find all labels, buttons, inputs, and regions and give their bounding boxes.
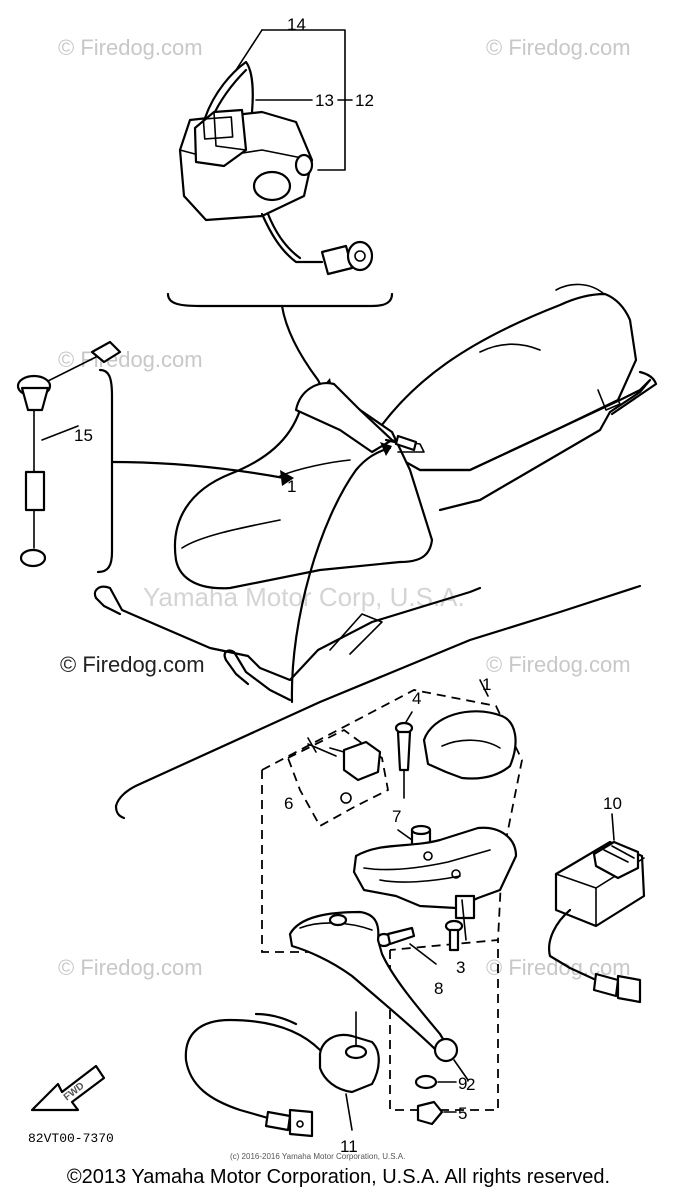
meter-assembly [178,60,374,276]
watermark-top-right: © Firedog.com [486,35,631,60]
watermark-bottom-left: © Firedog.com [58,955,203,980]
part-label-5: 5 [458,1104,467,1123]
part-label-8: 8 [434,979,443,998]
leader-7 [397,829,413,841]
part-10-module [548,840,646,1004]
leader-11 [345,1093,353,1131]
part-label-13: 13 [315,91,334,110]
part-label-12: 12 [355,91,374,110]
handlebar-block [394,434,418,452]
watermark-bottom-right: © Firedog.com [486,955,631,980]
leader-1 [479,679,489,697]
tether-pointer-arrow [280,470,294,486]
diagram-code: 82VT00-7370 [28,1131,114,1146]
footer-copyright: ©2013 Yamaha Motor Corporation, U.S.A. A… [66,1166,611,1188]
part-label-6: 6 [284,794,293,813]
fwd-arrow-icon [30,1064,106,1112]
snowmobile-body [93,283,658,820]
watermark-left-dark: © Firedog.com [60,652,205,677]
leader-8 [409,943,437,965]
tether-bracket [96,368,114,574]
part-9-washer [414,1074,438,1090]
part-label-15: 15 [74,426,93,445]
leader-15 [41,425,79,441]
enclosure-lower [389,940,499,1111]
leader-14-b [235,29,263,71]
leader-4 [405,711,413,723]
part-label-1-top: 1 [287,477,296,496]
part-label-14: 14 [287,15,306,34]
part-2-lever [288,910,459,1063]
small-copyright: (c) 2016-2016 Yamaha Motor Corporation, … [230,1152,405,1161]
throttle-housing [352,826,518,920]
meter-pointer-line [280,304,324,390]
meter-bracket [166,292,394,308]
part-label-11: 11 [340,1137,358,1156]
assembly-pointer-line [290,446,392,704]
assembly-pointer-arrow [380,442,392,456]
part-11-switch [184,1011,380,1138]
part-3-screw [444,919,464,952]
part-6-switch [307,737,382,804]
part-5-nut [416,1100,444,1126]
watermark-mid-left: © Firedog.com [58,347,203,372]
tether-pointer-line [110,460,286,480]
part-label-10: 10 [603,794,622,813]
part-label-7: 7 [392,807,401,826]
part-8-screw [375,926,416,948]
part-label-3: 3 [456,958,465,977]
part-label-2: 2 [466,1075,475,1094]
tether-switch-part-15 [16,340,122,568]
lever-cover [422,710,517,780]
leader-housing [461,899,467,941]
leader-2 [453,1059,469,1081]
part-label-9: 9 [458,1074,467,1093]
leader-10 [611,813,615,841]
part-4-bolt [394,721,414,799]
enclosure-part-6 [286,728,390,828]
part-label-4: 4 [412,689,421,708]
part-label-1: 1 [482,675,491,694]
watermark-lower-right: © Firedog.com [486,652,631,677]
watermark-top-left: © Firedog.com [58,35,203,60]
